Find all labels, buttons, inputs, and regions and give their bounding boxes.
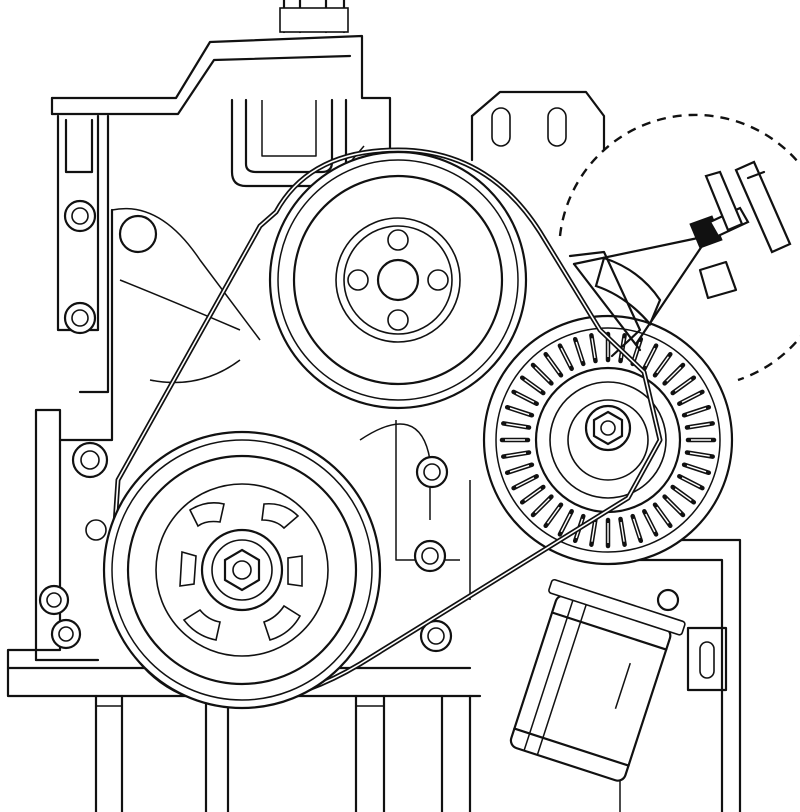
alternator-vent-highlight [656,356,670,374]
alternator-vent-highlight [591,521,596,542]
alternator-vent-highlight [686,407,707,416]
alternator-vent-highlight [515,477,535,488]
alternator-vent-highlight [632,341,641,362]
bolt-group [38,199,680,653]
alternator-vent-highlight [689,423,710,428]
bolt [118,214,158,254]
alternator-vent-highlight [546,506,560,524]
alternator-vent-highlight [645,513,656,533]
alternator-vent-highlight [666,498,682,514]
alternator [482,314,734,566]
alternator-vent-highlight [560,347,571,367]
crank-slots [179,502,303,641]
alternator-vent-highlight [534,498,550,514]
detail-circle [558,113,800,382]
alternator-vent-highlight [509,464,530,473]
alternator-vent-highlight [506,423,527,428]
bolt [38,584,70,616]
alternator-vent-highlight [681,477,701,488]
alternator-vent-highlight [560,513,571,533]
alternator-vent-highlight [534,366,550,382]
alternator-vents [499,331,717,549]
alternator-vent-highlight [575,341,584,362]
alternator-vent-highlight [506,452,527,457]
alternator-vent-highlight [524,378,542,392]
alternator-vent-highlight [515,392,535,403]
alternator-vent-highlight [546,356,560,374]
water-pump-pulley [268,150,528,410]
alternator-vent-highlight [681,392,701,403]
alternator-vent-highlight [632,518,641,539]
alternator-vent-highlight [674,488,692,502]
bracket-slots [491,107,715,679]
bolt [63,199,97,233]
alternator-vent-highlight [620,521,625,542]
belt-tension-gauge [572,160,792,352]
bolt [50,618,82,650]
bolt [656,588,680,612]
bolt [415,455,449,489]
bolt [63,301,97,335]
alternator-vent-highlight [666,366,682,382]
crankshaft-pulley [102,430,382,710]
bolt [419,619,453,653]
alternator-vent-highlight [524,488,542,502]
bolt [71,441,109,479]
alternator-vent-highlight [509,407,530,416]
bolt [413,539,447,573]
oil-filter [509,578,686,782]
alternator-vent-highlight [689,452,710,457]
alternator-vent-highlight [656,506,670,524]
bolt [85,519,107,541]
alternator-vent-highlight [674,378,692,392]
alternator-vent-highlight [591,338,596,359]
alternator-vent-highlight [686,464,707,473]
alternator-vent-highlight [645,347,656,367]
